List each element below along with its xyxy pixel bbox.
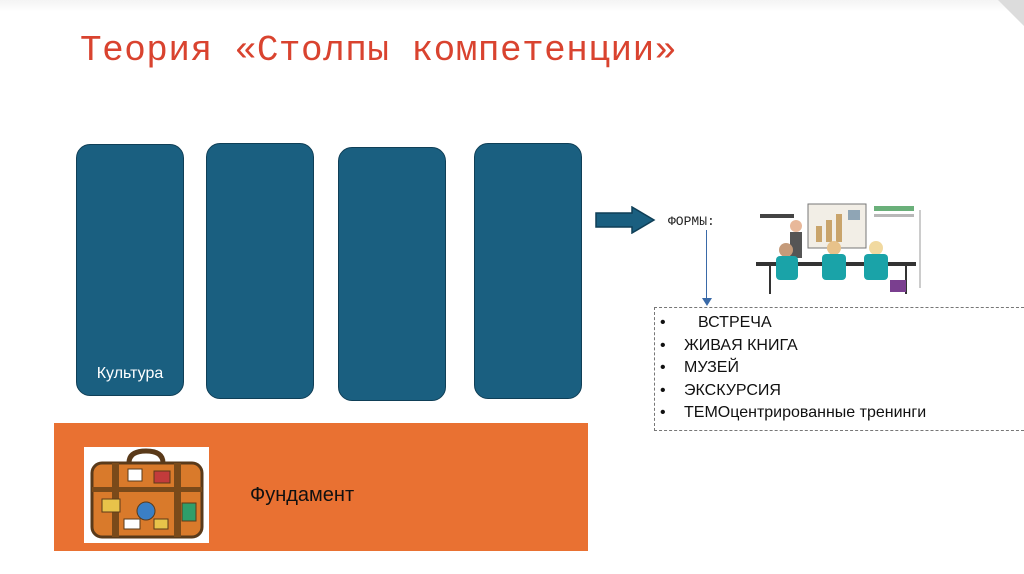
list-item-text: ЖИВАЯ КНИГА bbox=[684, 336, 798, 354]
corner-fold bbox=[998, 0, 1024, 26]
suitcase-icon bbox=[84, 447, 209, 543]
bullet: • bbox=[660, 381, 666, 399]
pillar-2 bbox=[206, 143, 314, 399]
classroom-illustration bbox=[756, 196, 936, 300]
list-item: • ЖИВАЯ КНИГА bbox=[658, 335, 926, 358]
list-item-text: ВСТРЕЧА bbox=[698, 314, 772, 331]
arrow-right-icon bbox=[594, 205, 656, 239]
list-item: • ЭКСКУРСИЯ bbox=[658, 380, 926, 403]
connector-line bbox=[706, 230, 707, 300]
top-bar bbox=[0, 0, 1024, 12]
pillar-4 bbox=[474, 143, 582, 399]
forms-list-box bbox=[654, 307, 1024, 431]
forms-list: •ВСТРЕЧА •ЖИВАЯ КНИГА •МУЗЕЙ •ЭКСКУРСИЯ … bbox=[658, 312, 926, 425]
list-item: • ТЕМОцентрированные тренинги bbox=[658, 402, 926, 425]
foundation-label: Фундамент bbox=[250, 484, 355, 506]
bullet: • bbox=[660, 314, 666, 331]
bullet: • bbox=[660, 359, 666, 376]
forms-label: ФОРМЫ: bbox=[668, 214, 715, 229]
page-title: Теория «Столпы компетенции» bbox=[80, 30, 677, 71]
arrow-down-icon bbox=[702, 298, 712, 306]
bullet: • bbox=[660, 336, 666, 354]
list-item: • МУЗЕЙ bbox=[658, 357, 926, 380]
pillar-3 bbox=[338, 147, 446, 401]
list-item: • ВСТРЕЧА bbox=[658, 312, 926, 335]
list-item-text: ТЕМОцентрированные тренинги bbox=[684, 404, 927, 421]
pillar-label: Культура bbox=[96, 365, 164, 382]
list-item-text: МУЗЕЙ bbox=[684, 359, 739, 376]
list-item-text: ЭКСКУРСИЯ bbox=[684, 381, 781, 399]
pillar-culture: Культура bbox=[76, 144, 184, 396]
bullet: • bbox=[660, 404, 666, 421]
